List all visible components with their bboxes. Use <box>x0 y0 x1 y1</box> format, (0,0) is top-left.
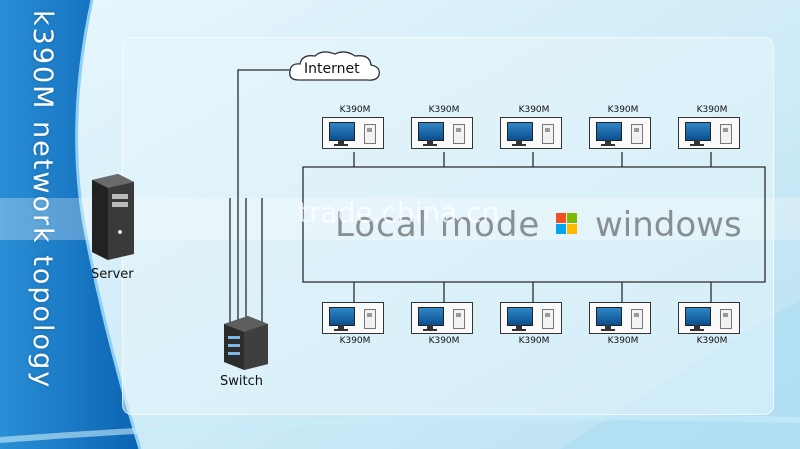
terminal-label: K390M <box>696 336 728 346</box>
k390m-device-icon <box>364 309 376 329</box>
monitor-icon <box>596 122 622 141</box>
k390m-device-icon <box>631 309 643 329</box>
terminal-k390m <box>411 302 473 334</box>
terminal-label: K390M <box>696 105 728 115</box>
terminal-label: K390M <box>518 336 550 346</box>
terminal-label: K390M <box>339 105 371 115</box>
k390m-device-icon <box>453 309 465 329</box>
monitor-icon <box>685 122 711 141</box>
server-icon <box>92 174 134 260</box>
terminal-k390m <box>322 302 384 334</box>
monitor-icon <box>418 122 444 141</box>
monitor-icon <box>507 307 533 326</box>
terminal-k390m <box>589 302 651 334</box>
internet-label: Internet <box>304 61 360 77</box>
k390m-device-icon <box>453 124 465 144</box>
k390m-device-icon <box>542 309 554 329</box>
switch-icon <box>224 316 268 370</box>
terminal-label: K390M <box>518 105 550 115</box>
terminal-k390m <box>589 117 651 149</box>
terminal-k390m <box>500 117 562 149</box>
monitor-icon <box>596 307 622 326</box>
terminal-label: K390M <box>607 336 639 346</box>
monitor-icon <box>507 122 533 141</box>
diagram-title: k390M network topology <box>27 10 58 390</box>
k390m-device-icon <box>542 124 554 144</box>
internet-cloud-icon <box>289 51 380 81</box>
terminal-k390m <box>322 117 384 149</box>
terminal-label: K390M <box>428 336 460 346</box>
terminal-k390m <box>500 302 562 334</box>
monitor-icon <box>685 307 711 326</box>
k390m-device-icon <box>364 124 376 144</box>
monitor-icon <box>418 307 444 326</box>
terminal-label: K390M <box>339 336 371 346</box>
monitor-icon <box>329 122 355 141</box>
k390m-device-icon <box>631 124 643 144</box>
terminal-k390m <box>678 117 740 149</box>
terminal-k390m <box>678 302 740 334</box>
local-mode-text: Local mode <box>335 205 541 245</box>
k390m-device-icon <box>720 124 732 144</box>
terminal-label: K390M <box>428 105 460 115</box>
monitor-icon <box>329 307 355 326</box>
k390m-device-icon <box>720 309 732 329</box>
terminal-k390m <box>411 117 473 149</box>
server-label: Server <box>91 267 134 282</box>
terminal-label: K390M <box>607 105 639 115</box>
switch-label: Switch <box>220 374 263 389</box>
windows-text: windows <box>595 205 742 245</box>
watermark-text: trade.china.cn <box>298 196 500 229</box>
windows-logo-icon <box>556 213 578 235</box>
